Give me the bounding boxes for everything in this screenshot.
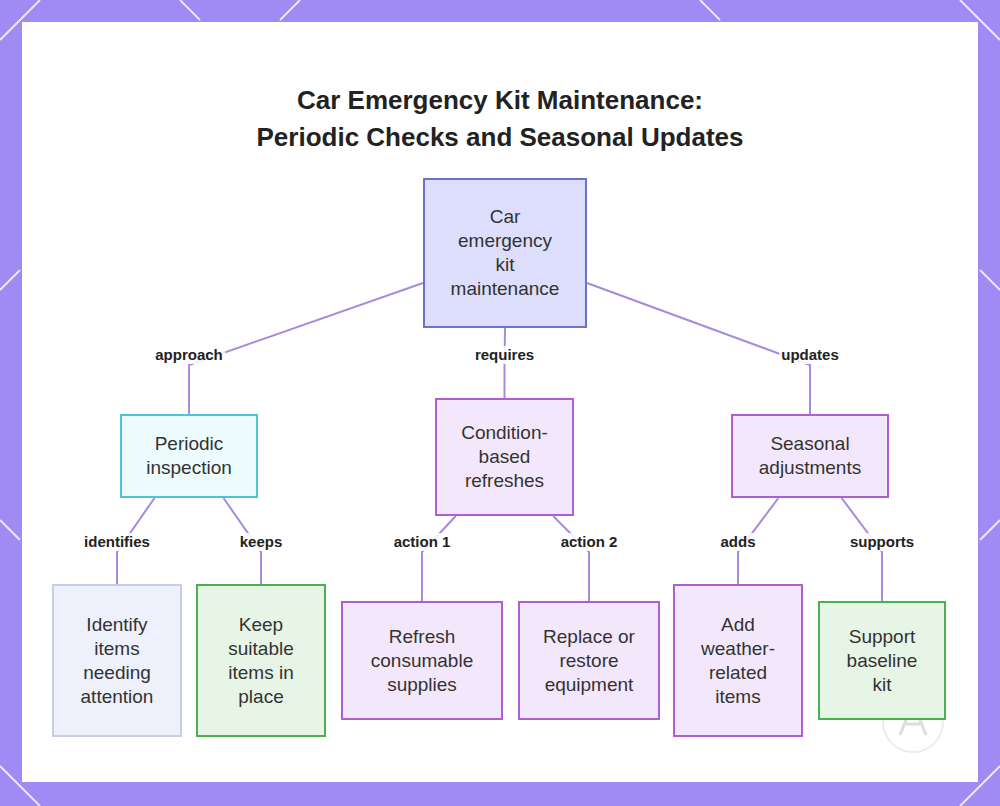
leaf-box: Support baseline kit [818, 601, 946, 720]
leaf-box: Add weather-related items [673, 584, 803, 737]
edge-label: approach [153, 346, 225, 364]
edge-label: keeps [238, 533, 285, 551]
edge-label: identifies [82, 533, 152, 551]
node-text: Replace or restore equipment [530, 625, 648, 697]
node-text: Identify items needing attention [70, 613, 164, 709]
root-box: Car emergency kit maintenance [423, 178, 587, 328]
node-text: Keep suitable items in place [214, 613, 308, 709]
process-box: Seasonal adjustments [731, 414, 889, 498]
connector-line [422, 516, 456, 601]
edge-label: adds [718, 533, 757, 551]
connector-line [587, 283, 810, 414]
edge-label: updates [779, 346, 841, 364]
edge-label: requires [473, 346, 536, 364]
connector-line [553, 516, 589, 601]
edge-label: supports [848, 533, 916, 551]
diagram-title: Car Emergency Kit Maintenance: Periodic … [250, 82, 750, 156]
leaf-box: Refresh consumable supplies [341, 601, 503, 720]
edge-label: action 2 [559, 533, 620, 551]
process-box: Condition-based refreshes [435, 398, 574, 516]
node-text: Condition-based refreshes [449, 421, 560, 493]
node-text: Car emergency kit maintenance [449, 205, 561, 301]
leaf-box: Identify items needing attention [52, 584, 182, 737]
node-text: Periodic inspection [132, 432, 246, 480]
node-text: Support baseline kit [840, 625, 924, 697]
leaf-box: Keep suitable items in place [196, 584, 326, 737]
node-text: Add weather-related items [690, 613, 786, 709]
node-text: Refresh consumable supplies [357, 625, 487, 697]
node-text: Seasonal adjustments [743, 432, 877, 480]
leaf-box: Replace or restore equipment [518, 601, 660, 720]
process-box: Periodic inspection [120, 414, 258, 498]
edge-label: action 1 [392, 533, 453, 551]
